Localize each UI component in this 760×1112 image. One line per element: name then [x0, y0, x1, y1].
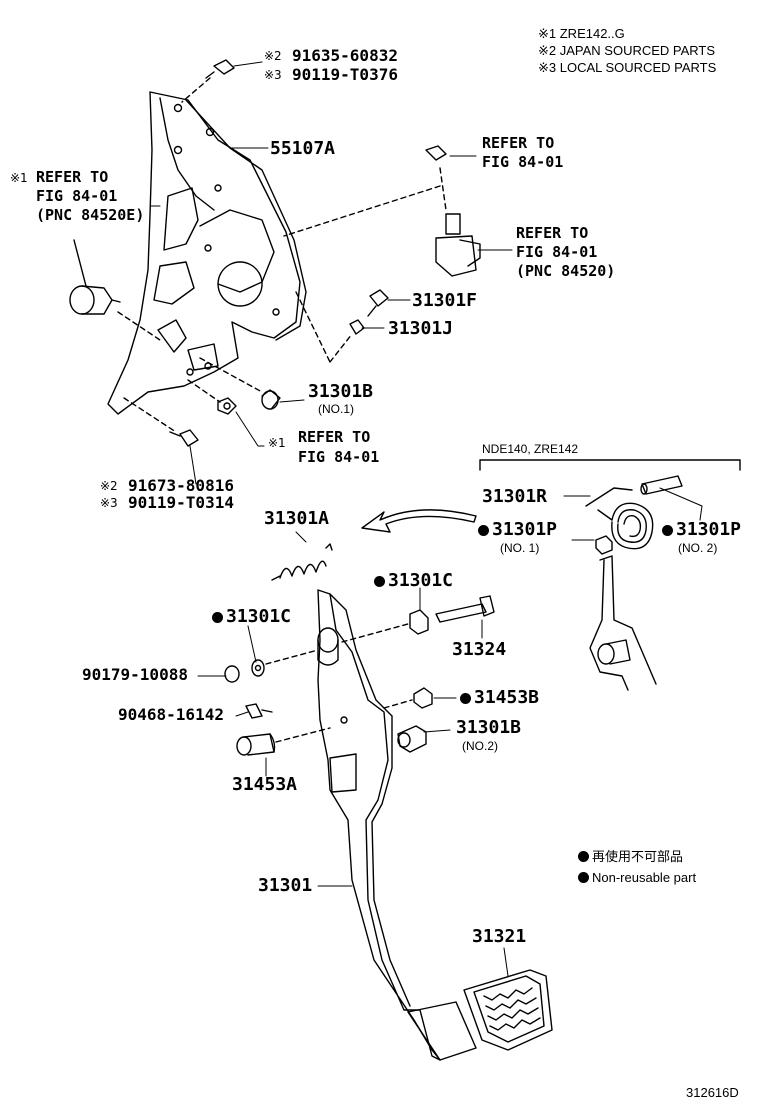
part-number-31301r[interactable]: 31301R — [482, 486, 548, 507]
clip-drawing — [425, 145, 447, 161]
pedal-pad-plate-drawing — [407, 1001, 477, 1061]
part-number-31301a[interactable]: 31301A — [264, 508, 330, 529]
stop-lamp-switch-left-drawing — [69, 239, 121, 315]
direction-arrow — [361, 509, 477, 533]
pin-a-drawing — [236, 733, 276, 756]
stopper-j-drawing — [349, 319, 365, 335]
leader-lines — [149, 61, 703, 977]
inset-pedal-drawing — [589, 555, 657, 691]
part-sub: (NO. 1) — [500, 541, 540, 555]
note-mark: ※2 — [264, 49, 282, 63]
reuse-legend-en: Non-reusable part — [578, 871, 696, 884]
part-number-washer[interactable]: 90179-10088 — [82, 665, 188, 684]
note-mark: ※3 — [264, 68, 282, 82]
ref-line: REFER TO — [516, 224, 589, 242]
note-mark: ※1 — [268, 436, 286, 450]
part-number[interactable]: 90119-T0314 — [128, 493, 234, 512]
inset-title: NDE140, ZRE142 — [482, 442, 579, 456]
bolt-31324-drawing — [435, 595, 495, 623]
pedal-arm-drawing — [317, 589, 441, 1061]
pedal-pad-drawing — [463, 969, 553, 1051]
inset-pin-drawing — [640, 475, 683, 495]
pin-clip-drawing — [245, 703, 273, 719]
part-number-31301[interactable]: 31301 — [258, 875, 313, 896]
part-number-31301j[interactable]: 31301J — [388, 318, 454, 339]
stop-lamp-switch-right-drawing — [435, 213, 481, 277]
collar-c-top-drawing — [409, 609, 429, 635]
part-number-pin-clip[interactable]: 90468-16142 — [118, 705, 224, 724]
part-number[interactable]: 31301B — [308, 381, 374, 402]
part-number[interactable]: 91673-80816 — [128, 476, 234, 495]
note-mark: ※1 — [10, 171, 28, 185]
part-number[interactable]: 90119-T0376 — [292, 65, 398, 84]
part-number[interactable]: 91635-60832 — [292, 46, 398, 65]
cushion-b2-drawing — [397, 725, 427, 753]
cushion-b1-drawing — [261, 389, 281, 410]
part-number-31453a[interactable]: 31453A — [232, 774, 298, 795]
part-number-31324[interactable]: 31324 — [452, 639, 507, 660]
inset-spring-drawing — [585, 487, 654, 550]
part-number[interactable]: 31301P — [478, 521, 557, 539]
washer-drawing — [224, 659, 265, 683]
note-mark: ※3 — [100, 496, 118, 510]
nut-drawing — [217, 397, 237, 415]
part-number-31453b[interactable]: 31453B — [460, 689, 539, 707]
return-spring-drawing — [271, 543, 333, 581]
ref-line[interactable]: FIG 84-01 — [482, 153, 564, 171]
ref-line[interactable]: FIG 84-01 — [516, 243, 598, 261]
part-number[interactable]: 31301P — [662, 521, 741, 539]
note-mark: ※2 — [100, 479, 118, 493]
part-number-31301c-top[interactable]: 31301C — [374, 572, 453, 590]
ref-line: REFER TO — [482, 134, 555, 152]
bottom-bolt-drawing — [169, 429, 199, 447]
inset-bush-drawing — [595, 535, 613, 555]
top-bolt-drawing — [205, 59, 235, 79]
part-number-31301f[interactable]: 31301F — [412, 290, 478, 311]
inset-bracket — [479, 459, 741, 471]
part-number[interactable]: 31301B — [456, 717, 522, 738]
ref-line: REFER TO — [298, 428, 371, 446]
figure-id: 312616D — [686, 1085, 739, 1100]
ref-line[interactable]: FIG 84-01 — [298, 448, 380, 466]
legend-note-2: ※2 JAPAN SOURCED PARTS — [538, 43, 716, 58]
pedal-bracket-drawing — [107, 91, 307, 415]
ref-line[interactable]: FIG 84-01 — [36, 187, 118, 205]
stopper-f-drawing — [367, 289, 389, 317]
ref-line: (PNC 84520E) — [36, 206, 145, 224]
part-number-31321[interactable]: 31321 — [472, 926, 527, 947]
bush-b-drawing — [413, 687, 433, 709]
part-sub: (NO. 2) — [678, 541, 718, 555]
part-sub: (NO.2) — [462, 739, 498, 753]
part-number-bracket[interactable]: 55107A — [270, 138, 336, 159]
ref-line: REFER TO — [36, 168, 109, 186]
legend-note-3: ※3 LOCAL SOURCED PARTS — [538, 60, 717, 75]
legend-note-1: ※1 ZRE142..G — [538, 26, 625, 41]
reuse-legend-jp: 再使用不可部品 — [578, 850, 683, 863]
part-number-31301c-left[interactable]: 31301C — [212, 608, 291, 626]
ref-line: (PNC 84520) — [516, 262, 616, 280]
part-sub: (NO.1) — [318, 402, 354, 416]
